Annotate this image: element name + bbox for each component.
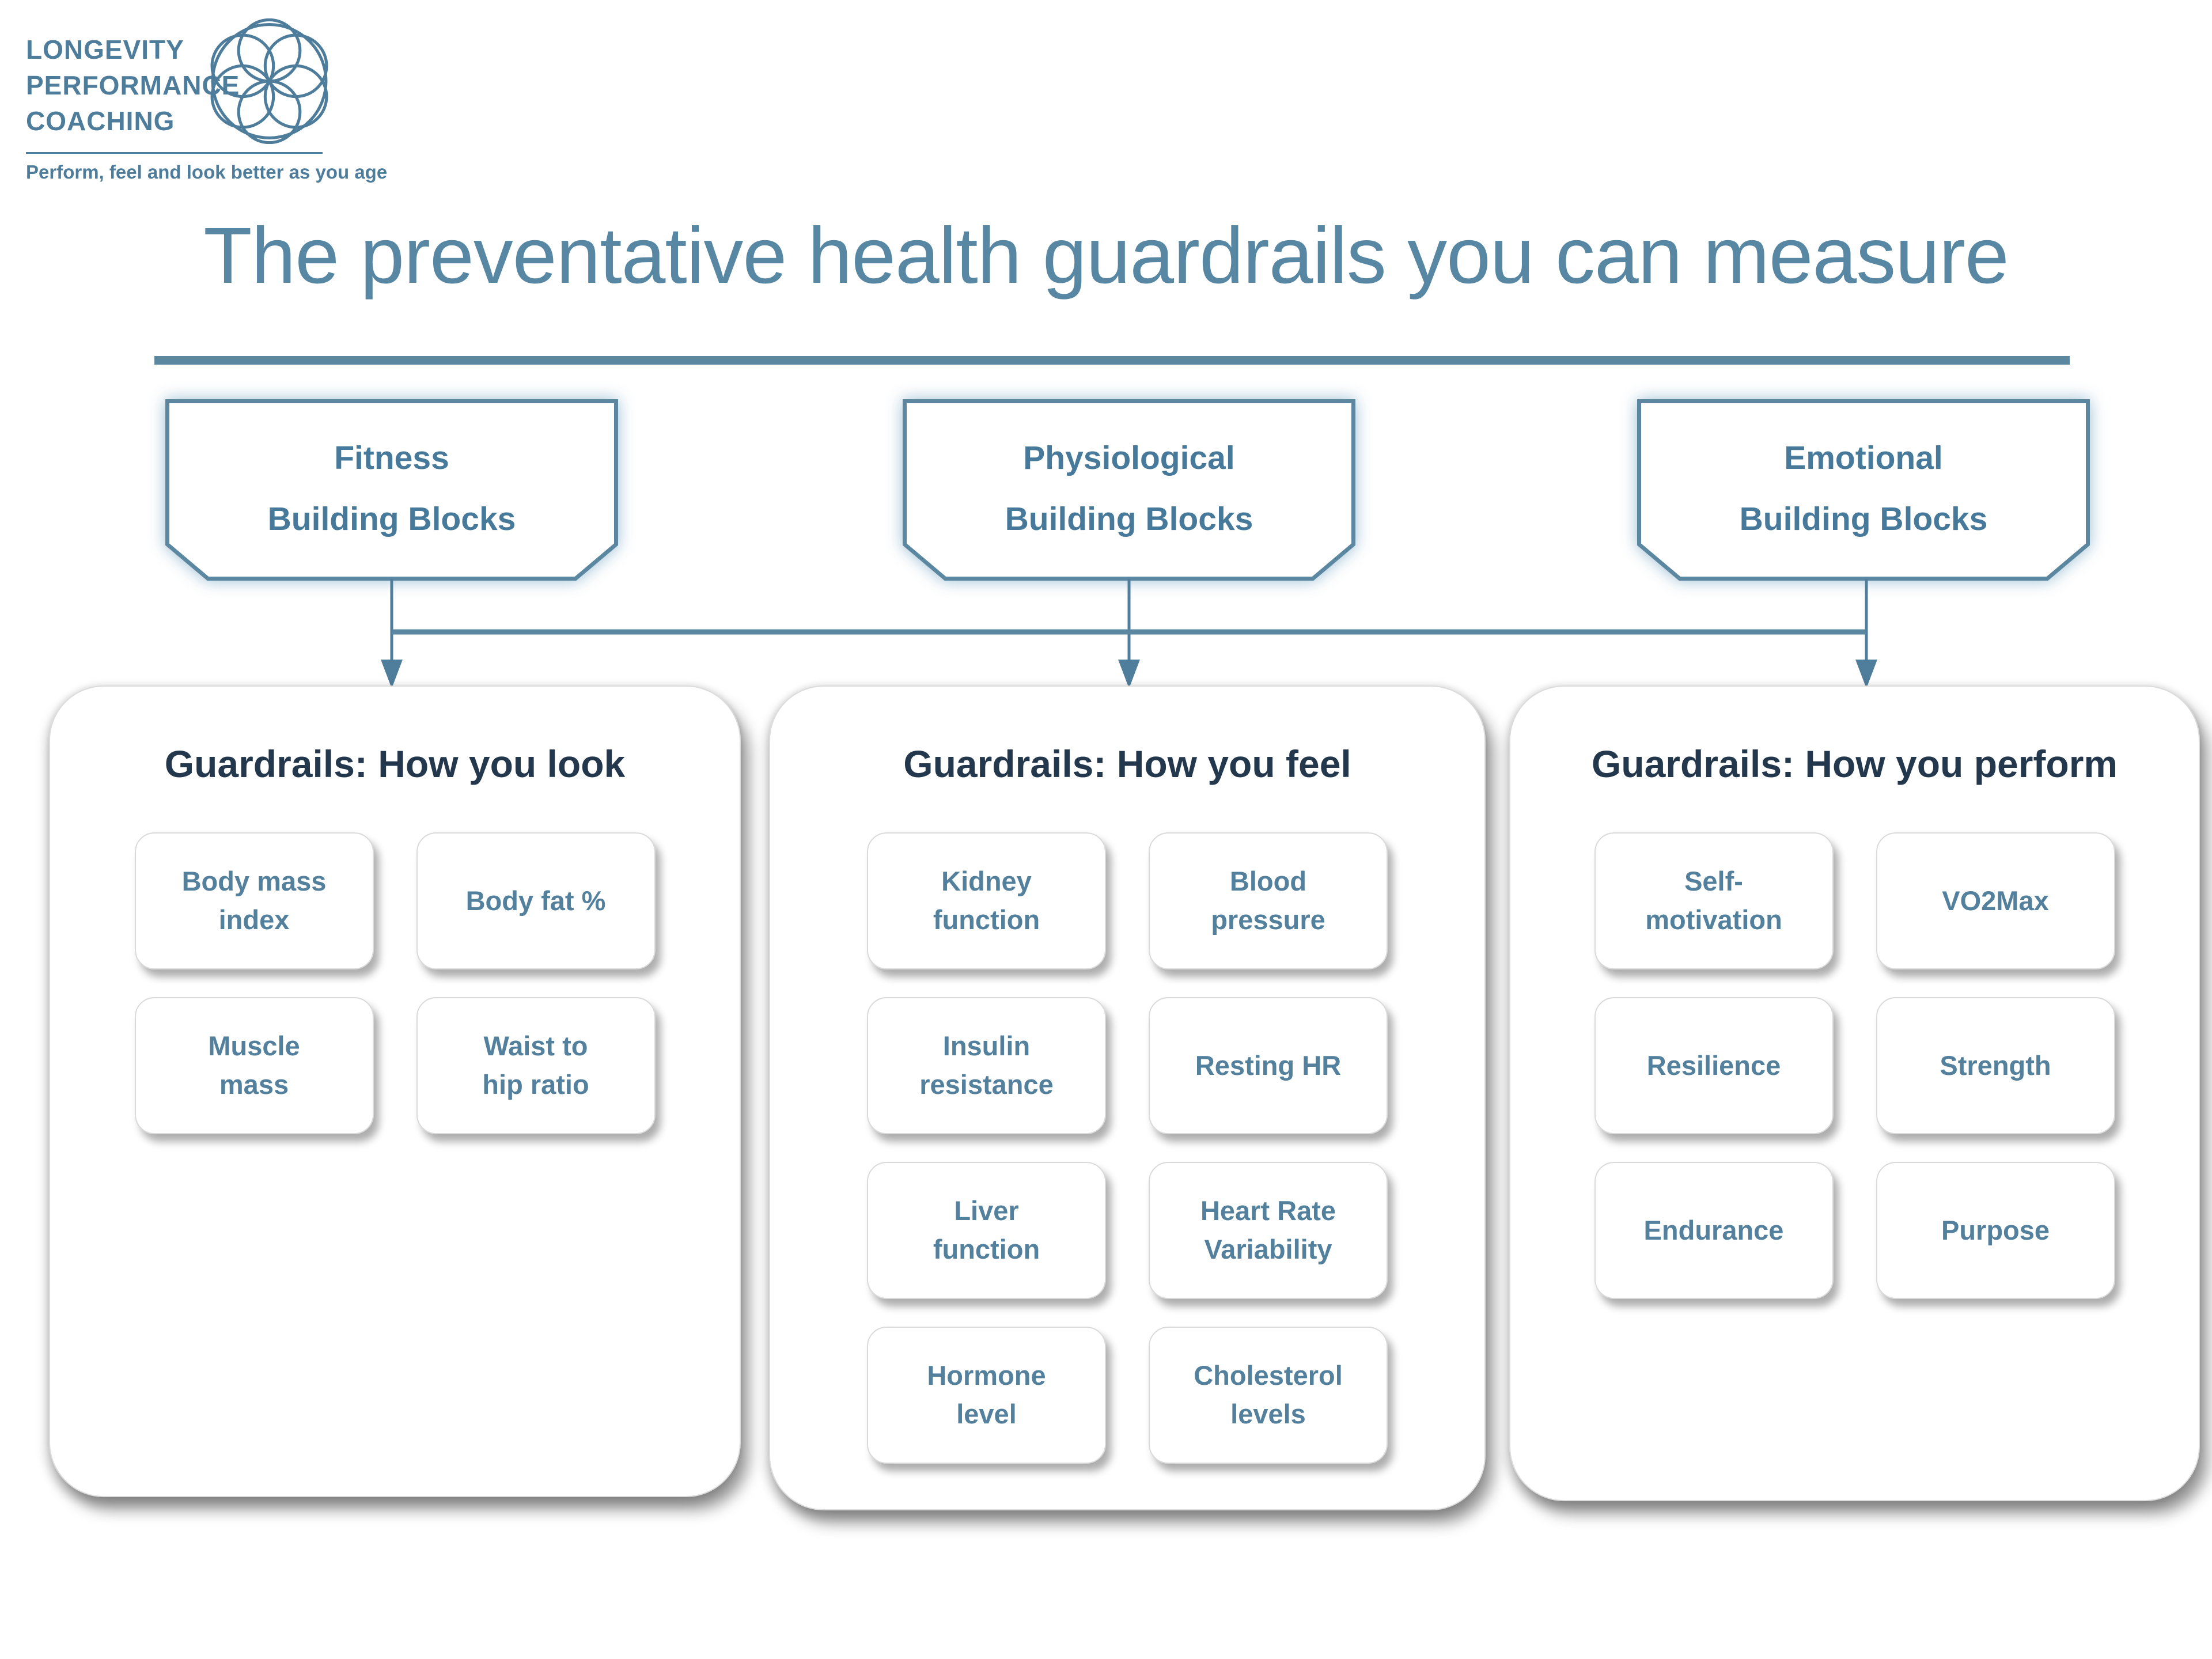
metric-box: Body mass index bbox=[134, 832, 374, 969]
metric-box: VO2Max bbox=[1876, 832, 2115, 969]
metric-box: Self- motivation bbox=[1594, 832, 1834, 969]
pillar-label-line1: Fitness bbox=[334, 440, 449, 476]
pillar-label-line1: Emotional bbox=[1784, 440, 1943, 476]
connector-arrows bbox=[381, 579, 1877, 688]
logo-divider bbox=[26, 152, 323, 154]
arrow-down-icon bbox=[1855, 660, 1877, 688]
metric-box: Cholesterol levels bbox=[1149, 1327, 1388, 1464]
logo-line-1: LONGEVITY bbox=[26, 35, 184, 65]
card-heading: Guardrails: How you perform bbox=[1591, 743, 2118, 785]
pillar-emotional: Emotional Building Blocks bbox=[1637, 399, 2090, 581]
metric-box: Waist to hip ratio bbox=[416, 997, 656, 1134]
metric-box: Kidney function bbox=[867, 832, 1106, 969]
card-heading: Guardrails: How you feel bbox=[903, 743, 1351, 785]
pillar-shape bbox=[1637, 399, 2090, 581]
card-heading: Guardrails: How you look bbox=[164, 743, 626, 785]
pillar-physiological: Physiological Building Blocks bbox=[903, 399, 1355, 581]
metric-box: Hormone level bbox=[867, 1327, 1106, 1464]
guardrails-card-perform: Guardrails: How you perform Self- motiva… bbox=[1509, 685, 2200, 1501]
logo-line-3: COACHING bbox=[26, 106, 175, 136]
arrow-down-icon bbox=[381, 660, 403, 688]
pillar-shape bbox=[165, 399, 618, 581]
pillar-label-line1: Physiological bbox=[1023, 440, 1235, 476]
metric-box: Blood pressure bbox=[1149, 832, 1388, 969]
metric-box: Purpose bbox=[1876, 1162, 2115, 1299]
metric-box: Resilience bbox=[1594, 997, 1834, 1134]
guardrails-card-feel: Guardrails: How you feel Kidney function… bbox=[769, 685, 1486, 1510]
pillar-label-line2: Building Blocks bbox=[1739, 500, 1988, 537]
metric-grid: Self- motivation VO2Max Resilience Stren… bbox=[1594, 832, 2115, 1299]
metric-grid: Body mass index Body fat % Muscle mass W… bbox=[134, 832, 656, 1134]
logo-tagline: Perform, feel and look better as you age bbox=[26, 161, 388, 183]
metric-box: Resting HR bbox=[1149, 997, 1388, 1134]
metric-box: Liver function bbox=[867, 1162, 1106, 1299]
logo-line-2: PERFORMANCE bbox=[26, 70, 240, 100]
metric-box: Insulin resistance bbox=[867, 997, 1106, 1134]
guardrails-card-look: Guardrails: How you look Body mass index… bbox=[49, 685, 741, 1497]
metric-box: Muscle mass bbox=[134, 997, 374, 1134]
page-title: The preventative health guardrails you c… bbox=[203, 211, 2009, 300]
pillar-fitness: Fitness Building Blocks bbox=[165, 399, 618, 581]
seed-of-life-icon bbox=[210, 18, 328, 144]
arrow-down-icon bbox=[1118, 660, 1140, 688]
metric-box: Endurance bbox=[1594, 1162, 1834, 1299]
logo: LONGEVITY PERFORMANCE COACHING bbox=[26, 32, 240, 139]
metric-box: Strength bbox=[1876, 997, 2115, 1134]
metric-box: Body fat % bbox=[416, 832, 656, 969]
pillar-shape bbox=[903, 399, 1355, 581]
metric-grid: Kidney function Blood pressure Insulin r… bbox=[867, 832, 1388, 1464]
pillar-label-line2: Building Blocks bbox=[267, 500, 516, 537]
metric-box: Heart Rate Variability bbox=[1149, 1162, 1388, 1299]
title-underline bbox=[154, 356, 2070, 365]
pillar-label-line2: Building Blocks bbox=[1005, 500, 1253, 537]
